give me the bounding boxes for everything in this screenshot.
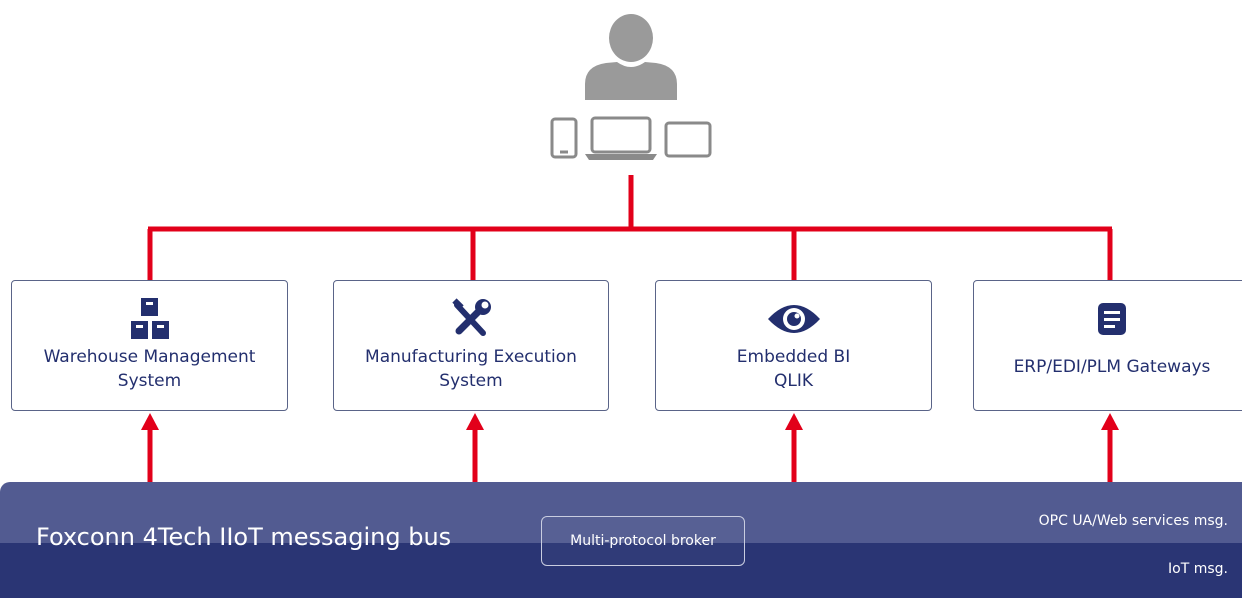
box-label: ERP/EDI/PLM Gateways (974, 355, 1242, 379)
laptop-icon (585, 116, 657, 160)
user-icon (585, 14, 677, 100)
box-label-line: ERP/EDI/PLM Gateways (1013, 357, 1211, 377)
bus-title: Foxconn 4Tech IIoT messaging bus (36, 523, 452, 551)
box-label: Embedded BI QLIK (656, 345, 931, 393)
box-label: Warehouse Management System (12, 345, 287, 393)
box-warehouse-management: Warehouse Management System (11, 280, 288, 411)
warehouse-boxes-icon (130, 298, 169, 339)
box-label-line: QLIK (773, 371, 813, 391)
connector-lines (147, 175, 1113, 280)
arrow-erp (1101, 413, 1119, 482)
box-label-line: Embedded BI (736, 347, 851, 367)
box-erp-gateways: ERP/EDI/PLM Gateways (973, 280, 1242, 411)
document-icon (1098, 303, 1126, 335)
eye-icon (767, 305, 820, 333)
protocol-label-opc: OPC UA/Web services msg. (1038, 513, 1228, 529)
box-label-line: System (439, 371, 503, 391)
tools-icon (452, 298, 491, 336)
box-label-line: Manufacturing Execution (365, 347, 577, 367)
box-label: Manufacturing Execution System (334, 345, 608, 393)
arrow-wms (141, 413, 159, 482)
box-label-line: Warehouse Management (43, 347, 256, 367)
arrow-bi (785, 413, 803, 482)
messaging-bus: Foxconn 4Tech IIoT messaging bus Multi-p… (0, 482, 1242, 598)
tablet-icon (664, 121, 712, 158)
box-label-line: System (117, 371, 182, 391)
arrow-mes (466, 413, 484, 482)
box-manufacturing-execution: Manufacturing Execution System (333, 280, 609, 411)
broker-box: Multi-protocol broker (541, 516, 745, 566)
phone-icon (550, 117, 578, 159)
protocol-label-iot: IoT msg. (1168, 561, 1228, 577)
box-embedded-bi: Embedded BI QLIK (655, 280, 932, 411)
bus-arrows (141, 413, 1119, 482)
